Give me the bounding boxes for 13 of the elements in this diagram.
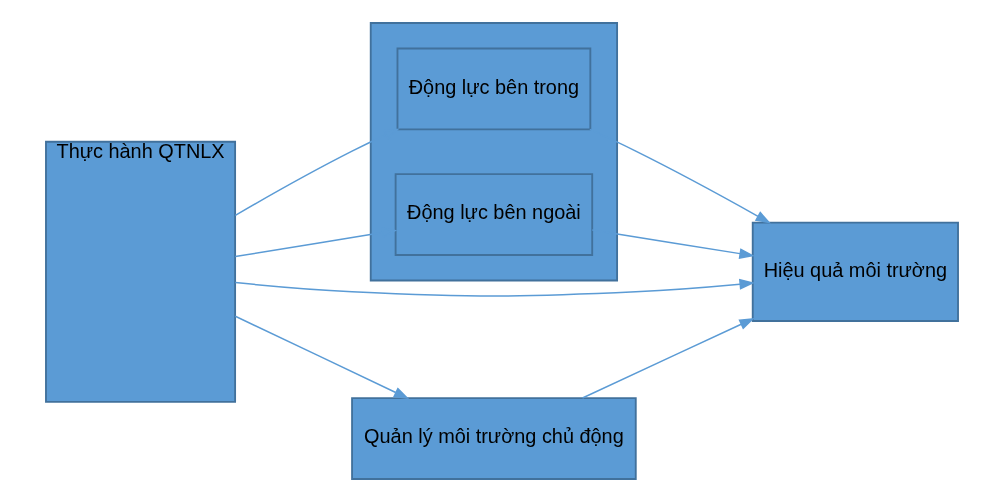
arrow <box>234 128 400 217</box>
node-box: Động lực bên ngoài <box>394 173 593 256</box>
node-box: Quản lý môi trường chủ động <box>350 397 637 480</box>
arrow <box>234 227 397 258</box>
node-box: Hiệu quả môi trường <box>751 221 959 322</box>
node-box: Thực hành QTNLX <box>44 140 236 403</box>
arrow <box>581 318 755 399</box>
arrow <box>234 315 409 399</box>
cluster <box>369 22 618 282</box>
arrow <box>234 278 755 297</box>
arrow <box>588 128 771 224</box>
arrow <box>591 229 755 259</box>
node-box: Động lực bên trong <box>396 47 591 131</box>
